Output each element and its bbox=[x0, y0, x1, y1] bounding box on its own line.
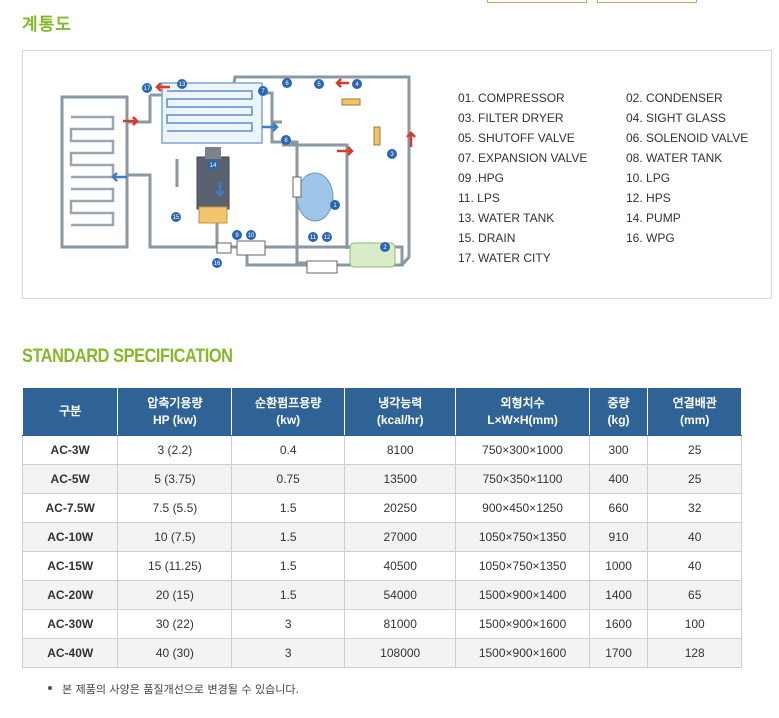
svg-text:6: 6 bbox=[285, 81, 289, 87]
svg-text:7: 7 bbox=[261, 89, 265, 95]
legend-item: 06. SOLENOID VALVE bbox=[626, 131, 749, 145]
svg-text:5: 5 bbox=[317, 82, 321, 88]
legend-item: 10. LPG bbox=[626, 171, 671, 185]
legend-item: 08. WATER TANK bbox=[626, 151, 723, 165]
svg-text:14: 14 bbox=[210, 163, 217, 169]
header-piping: 연결배관(mm) bbox=[647, 387, 742, 436]
legend-item: 14. PUMP bbox=[626, 211, 681, 225]
header-model: 구분 bbox=[21, 387, 119, 436]
water-tank-13 bbox=[161, 82, 263, 144]
flow-arrows bbox=[111, 78, 416, 197]
svg-text:3: 3 bbox=[390, 152, 394, 158]
svg-text:17: 17 bbox=[144, 86, 151, 92]
svg-text:10: 10 bbox=[248, 233, 255, 239]
svg-text:12: 12 bbox=[324, 235, 331, 241]
filter-dryer-3 bbox=[373, 126, 381, 146]
legend-item: 11. LPS bbox=[458, 191, 500, 205]
diagram-title: 계통도 bbox=[22, 15, 72, 35]
legend-item: 17. WATER CITY bbox=[458, 251, 551, 265]
legend-item: 05. SHUTOFF VALVE bbox=[458, 131, 575, 145]
svg-text:2: 2 bbox=[383, 245, 387, 251]
legend-item: 09 .HPG bbox=[458, 171, 505, 185]
legend-item: 07. EXPANSION VALVE bbox=[458, 151, 588, 165]
legend-item: 13. WATER TANK bbox=[458, 211, 555, 225]
svg-text:1: 1 bbox=[333, 203, 337, 209]
compressor-1 bbox=[296, 172, 334, 222]
legend-item: 16. WPG bbox=[626, 231, 675, 245]
top-tabs bbox=[487, 0, 697, 3]
header-cooling: 냉각능력(kcal/hr) bbox=[343, 387, 457, 436]
header-weight: 중량(kg) bbox=[588, 387, 649, 436]
top-tab-1[interactable] bbox=[487, 0, 587, 3]
legend-item: 01. COMPRESSOR bbox=[458, 91, 565, 105]
numbered-markers: 1 2 3 4 5 6 7 8 9 10 11 12 13 14 15 16 1… bbox=[142, 78, 397, 268]
svg-text:13: 13 bbox=[179, 82, 186, 88]
svg-text:11: 11 bbox=[310, 235, 317, 241]
spec-title: STANDARD SPECIFICATION bbox=[22, 346, 233, 367]
legend-item: 03. FILTER DRYER bbox=[458, 111, 564, 125]
svg-text:9: 9 bbox=[235, 233, 239, 239]
refrigeration-schematic: 1 2 3 4 5 6 7 8 9 10 11 12 13 14 15 16 1… bbox=[60, 75, 416, 274]
header-pump: 순환펌프용량(kw) bbox=[231, 387, 345, 436]
diagram-box: 1 2 3 4 5 6 7 8 9 10 11 12 13 14 15 16 1… bbox=[22, 50, 772, 299]
legend-item: 15. DRAIN bbox=[458, 231, 516, 245]
legend-item: 02. CONDENSER bbox=[626, 91, 723, 105]
top-tab-2[interactable] bbox=[597, 0, 697, 3]
svg-text:4: 4 bbox=[355, 82, 359, 88]
svg-text:8: 8 bbox=[284, 138, 288, 144]
note-bullet-icon bbox=[48, 686, 52, 690]
legend-item: 12. HPS bbox=[626, 191, 671, 205]
legend-item: 04. SIGHT GLASS bbox=[626, 111, 726, 125]
spec-note: 본 제품의 사양은 품질개선으로 변경될 수 있습니다. bbox=[62, 683, 299, 696]
svg-text:15: 15 bbox=[173, 215, 180, 221]
diagram-legend: 01. COMPRESSOR 02. CONDENSER 03. FILTER … bbox=[458, 91, 758, 266]
svg-text:16: 16 bbox=[214, 261, 221, 267]
